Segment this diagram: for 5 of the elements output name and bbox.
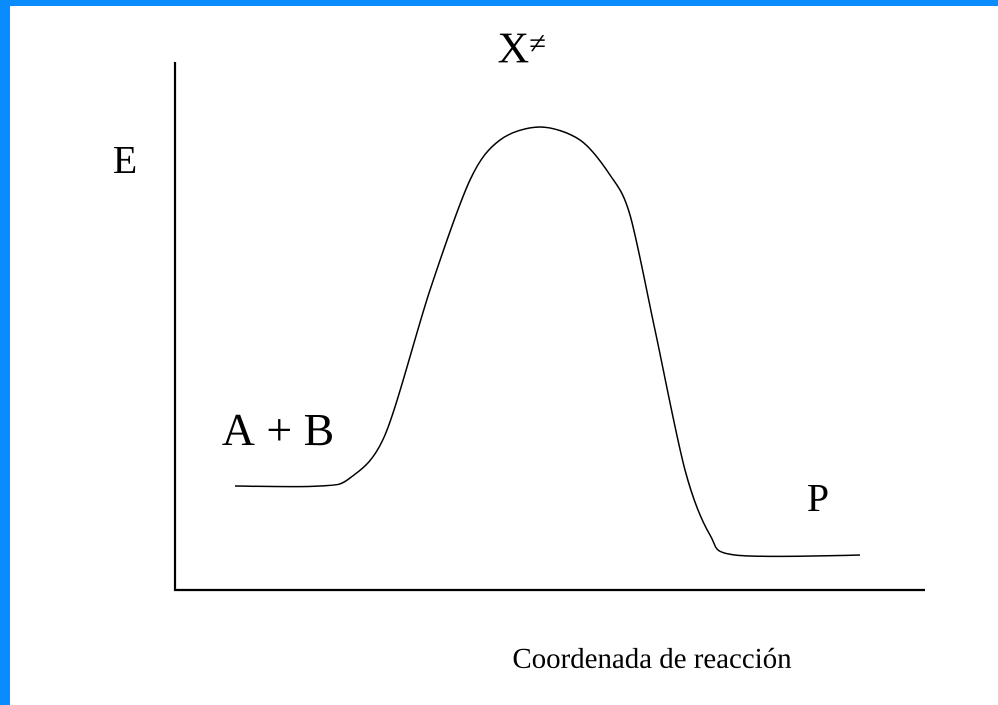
curve-label: X$^{≠}$: [498, 34, 545, 62]
axis-label: E: [114, 146, 136, 174]
curve-label: A + B: [222, 414, 332, 446]
curve-label: P: [808, 484, 828, 512]
axis-label: Coordenada de reacción: [514, 648, 792, 668]
